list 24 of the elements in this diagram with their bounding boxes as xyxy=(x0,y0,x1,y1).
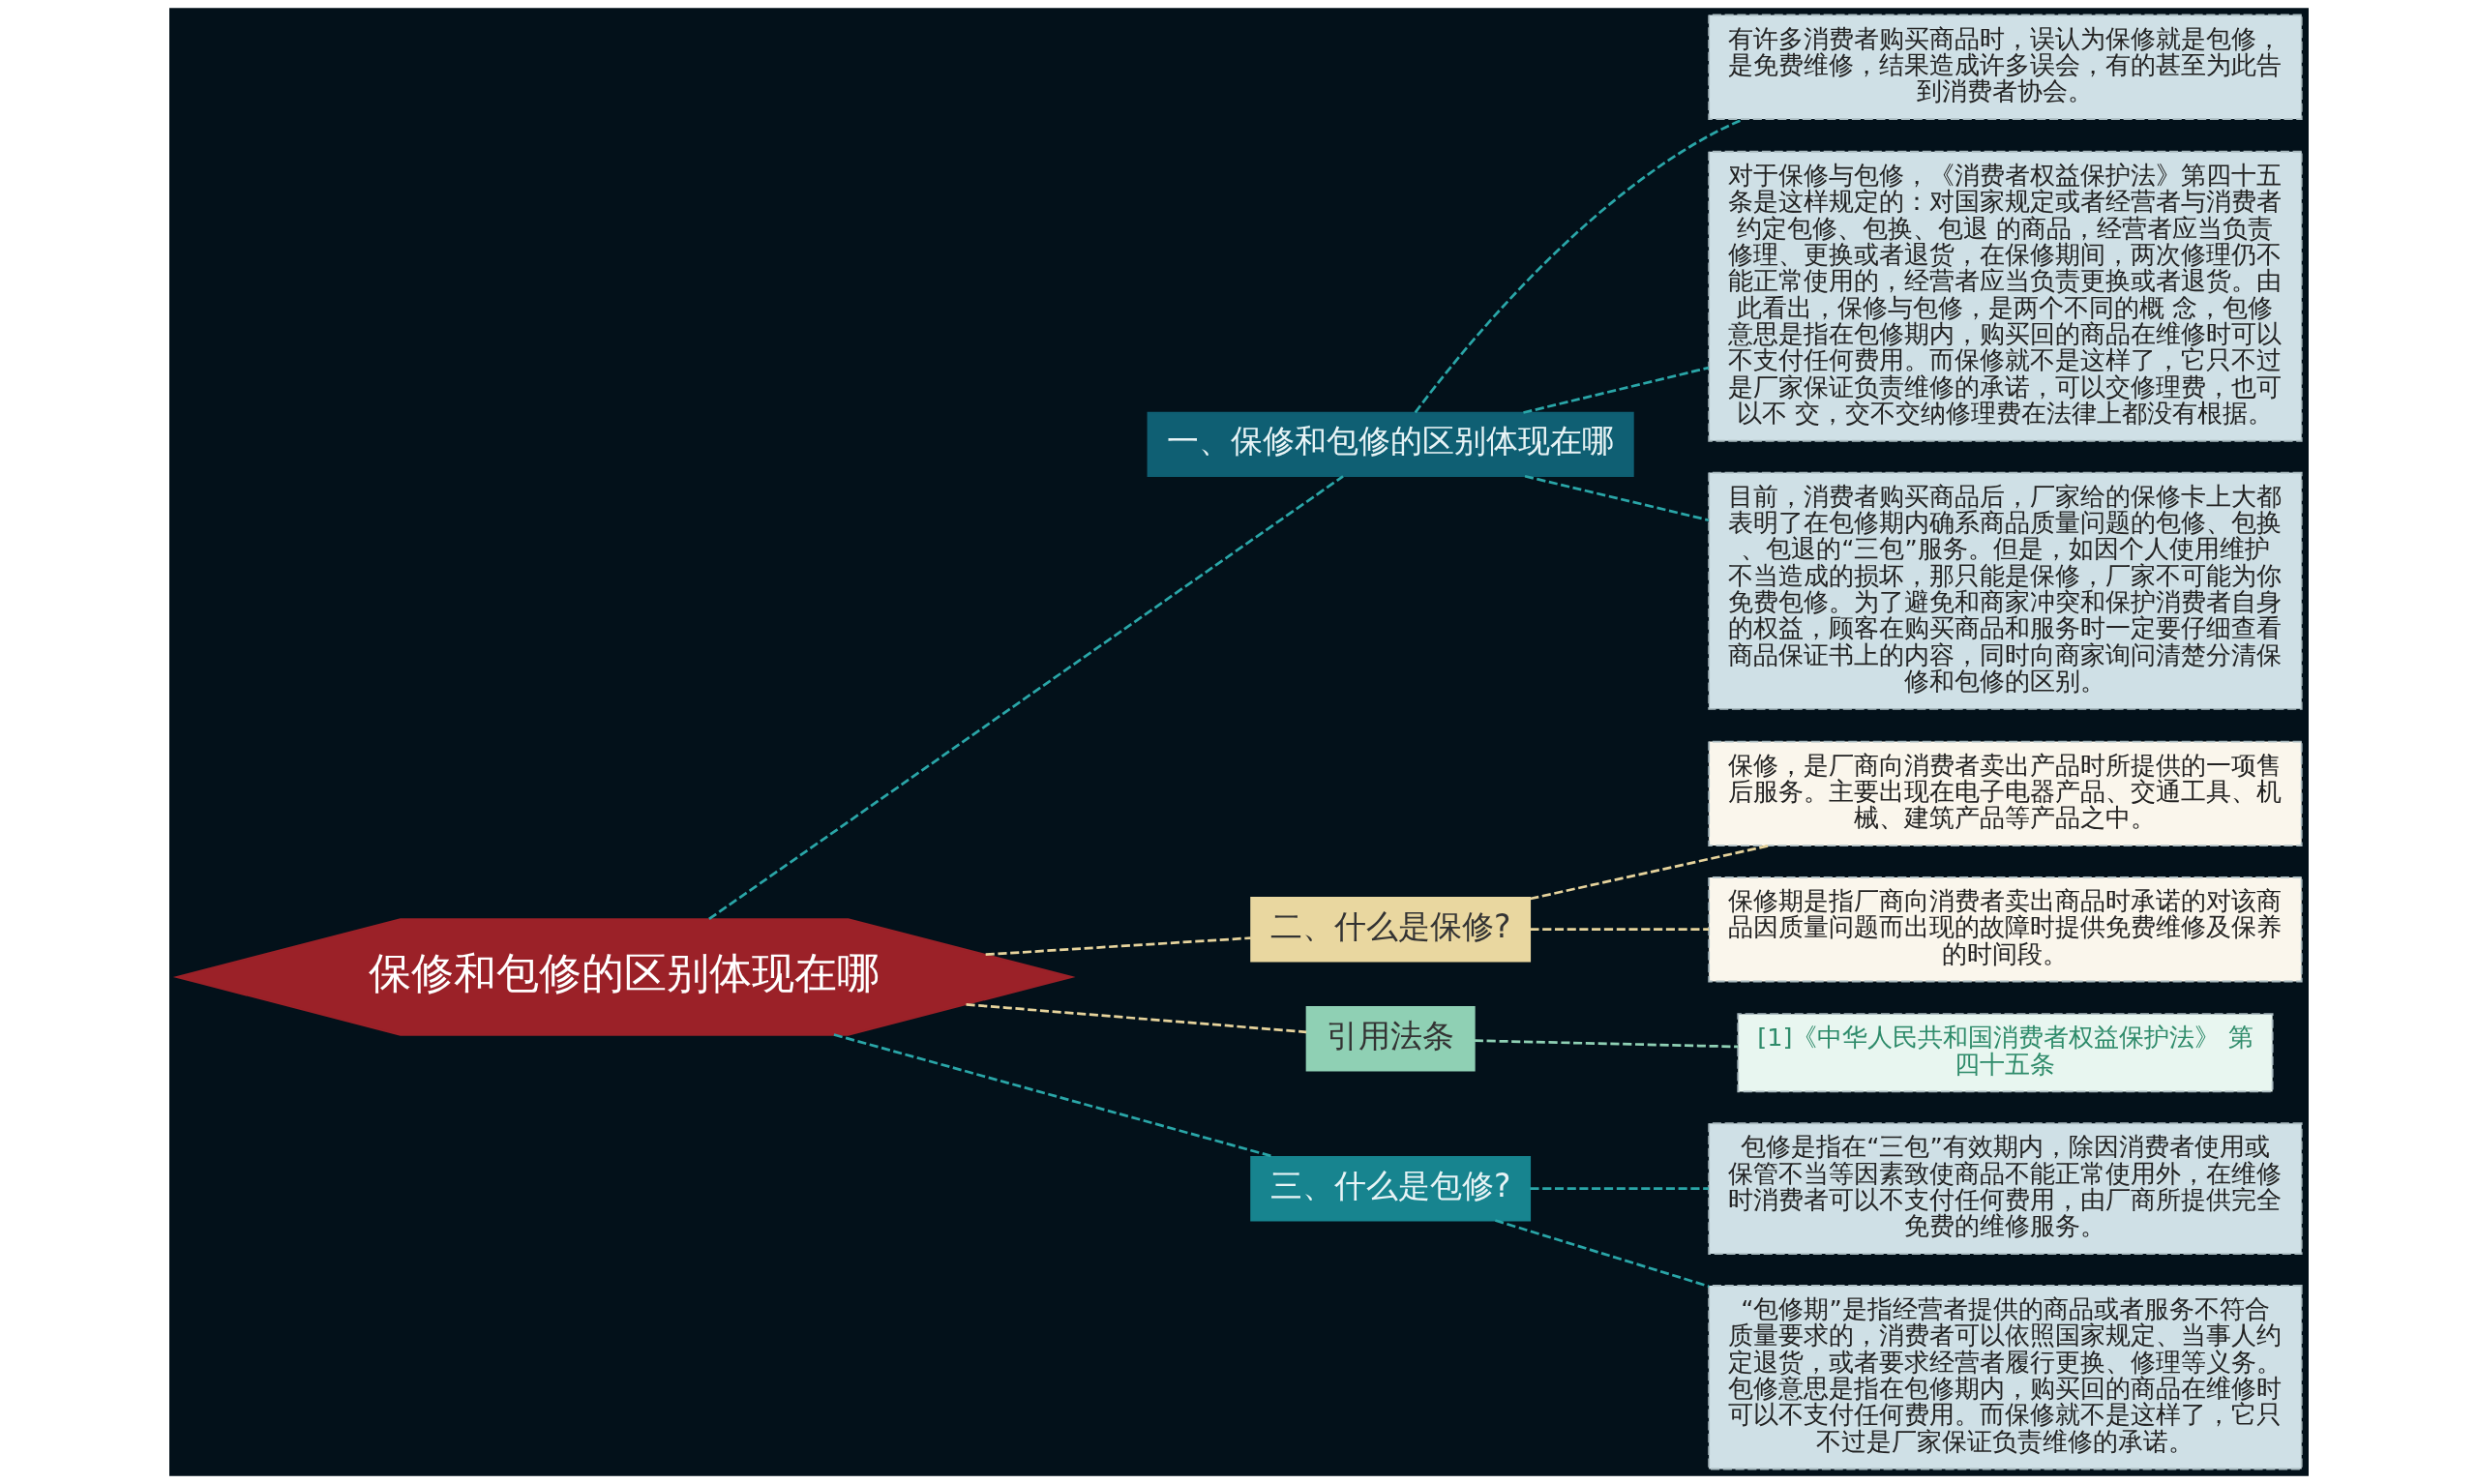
node-box: 目前，消费者购买商品后，厂家给的保修卡上大都表明了在包修期内确系商品质量问题的包修、包换、包退的“三包”服务。但是，如因个人使用维护不当造成的损坏，那只能是保修，厂家不可能为你免费包修。为了避免和商家冲突和保护消费者自身的权益，顾客在购买商品和服务时一定要仔细查看商品保证书上的内容，同时向商家询问清楚分清保修和包修的区别。 xyxy=(1707,471,2303,710)
connector xyxy=(1474,1039,1738,1049)
connector xyxy=(1530,1187,1709,1191)
node-box: 有许多消费者购买商品时，误认为保修就是包修，是免费维修，结果造成许多误会，有的甚至为此告到消费者协会。 xyxy=(1707,14,2303,120)
connector xyxy=(1522,366,1709,414)
node-box: 一、保修和包修的区别体现在哪 xyxy=(1147,411,1634,478)
connector xyxy=(1530,928,1709,932)
node-box: 保修，是厂商向消费者卖出产品时所提供的一项售后服务。主要出现在电子电器产品、交通工具、机械、建筑产品等产品之中。 xyxy=(1707,740,2303,846)
node-box: [1]《中华人民共和国消费者权益保护法》 第四十五条 xyxy=(1736,1013,2274,1093)
connector xyxy=(1414,117,1744,414)
node-box: “包修期”是指经营者提供的商品或者服务不符合质量要求的，消费者可以依照国家规定、当事人约定退货，或者要求经营者履行更换、修理等义务。包修意思是指在包修期内，购买回的商品在维修时可以不支付任何费用。而保修就不是这样了，它只不过是厂家保证负责维修的承诺。 xyxy=(1707,1285,2303,1470)
connector xyxy=(833,1033,1274,1159)
connector xyxy=(707,475,1344,921)
node-box: 对于保修与包修，《消费者权益保护法》第四十五条是这样规定的：对国家规定或者经营者与消费者约定包修、包换、包退 的商品，经营者应当负责修理、更换或者退货，在保修期间，两次修理仍不能正常使用的，经营者应当负责更换或者退货。由此看出，保修与包修，是两个不同的概 念，包修意思是指在包修期内，购买回的商品在维修时可以不支付任何费用。而保修就不是这样了，它只不过是厂家保证负责维修的承诺，可以交修理费，也可以不 交，交不交纳修理费在法律上都没有根据。 xyxy=(1707,150,2303,442)
connector xyxy=(1494,1219,1710,1288)
node-box: 保修期是指厂商向消费者卖出商品时承诺的对该商品因质量问题而出现的故障时提供免费维修及保养的时间段。 xyxy=(1707,876,2303,983)
node-box: 包修是指在“三包”有效期内，除因消费者使用或保管不当等因素致使商品不能正常使用外，在维修时消费者可以不支付任何费用，由厂商所提供完全免费的维修服务。 xyxy=(1707,1122,2303,1256)
node-box: 三、什么是包修? xyxy=(1249,1155,1531,1222)
connector xyxy=(965,1003,1306,1034)
connector xyxy=(1524,474,1709,522)
connector xyxy=(1529,844,1769,901)
connector xyxy=(985,936,1251,957)
node-box: 引用法条 xyxy=(1305,1006,1476,1072)
node-box: 二、什么是保修? xyxy=(1249,896,1531,963)
